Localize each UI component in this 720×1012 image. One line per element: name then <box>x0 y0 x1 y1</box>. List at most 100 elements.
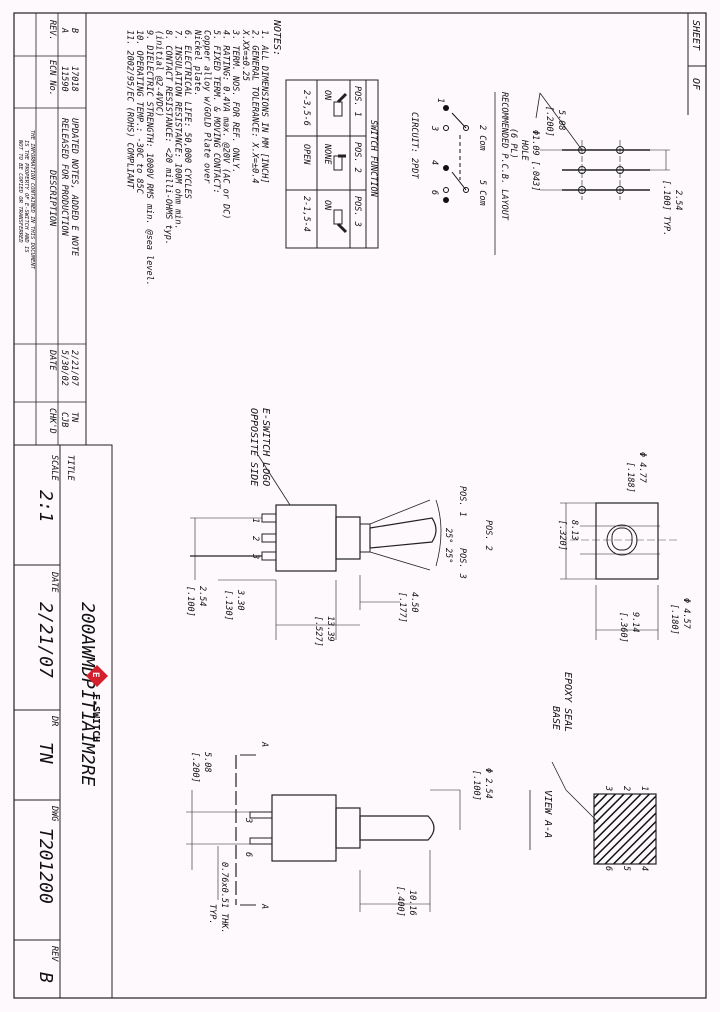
front-dim-a-inch: [.188] <box>625 462 635 493</box>
pcb-pitch-value: 2.54 <box>673 190 683 210</box>
view-aa-term-5: 5 <box>621 866 631 871</box>
pcb-hole-qty: (6 PL) <box>508 128 518 159</box>
front-dim-d: Φ 4.57 <box>681 598 691 630</box>
front-view: Φ 4.77 [.188] 8.13 [.320] 9.14 [.360] Φ … <box>557 452 691 643</box>
date-header: DATE <box>47 349 57 371</box>
view-aa-term-6: 6 <box>603 866 613 871</box>
view-aa-term-4: 4 <box>639 866 649 871</box>
note-line: 7. INSULATION RESISTANCE: 100M ohm min. <box>173 30 183 230</box>
drawn-by-value: TN <box>35 742 56 764</box>
note-line: 4. RATING: 0.4VA max. @20V (AC or DC) <box>221 30 231 219</box>
note-line: 5. FIXED TERM. & MOVING CONTACT: <box>211 30 221 194</box>
date-label: DATE <box>49 571 59 593</box>
disclaimer-line-3: NOT TO BE COPIED OR TRANSFERRED <box>17 139 23 243</box>
view-aa-term-2: 2 <box>621 786 631 791</box>
front-dim-b-inch: [.320] <box>557 520 567 551</box>
dwg-label: DWG <box>49 805 59 821</box>
pcb-layout: RECOMMENDED P.C.B. LAYOUT Φ1.09 [.043] H… <box>494 92 683 255</box>
note-line: 2. GENERAL TOLERANCE: X.X=±0.4 <box>249 30 259 184</box>
circuit-diagram: CIRCUIT: 2PDT 1 2 Com 3 4 5 Com 6 <box>409 98 487 206</box>
circuit-term-5: 5 Com <box>477 180 487 206</box>
sheet-label: SHEET <box>690 20 701 51</box>
pos1-label: POS. 1 <box>457 486 467 517</box>
note-line: 9. DIELECTRIC STRENGTH: 1000V RMS min. @… <box>144 30 154 286</box>
bottom-dim-b: 5.08 <box>202 752 212 772</box>
bottom-dim-b-inch: [.200] <box>190 752 200 783</box>
revision-table: REV. ECN No. DESCRIPTION DATE CHK'D B 17… <box>13 12 87 446</box>
svg-text:E: E <box>90 672 100 677</box>
angle-label-2: 25° <box>443 548 453 563</box>
rev-a-chkd: CJB <box>59 412 69 427</box>
toggle-pos3-icon <box>333 209 348 234</box>
circuit-term-4: 4 <box>429 160 439 165</box>
rev-b-letter: B <box>69 28 79 33</box>
section-mark-bottom: A <box>259 903 269 909</box>
toggle-pos1-icon <box>333 92 348 117</box>
note-line: Nickel plate. <box>192 29 202 97</box>
side-dim-a-inch: [.177] <box>397 592 407 623</box>
pos2-label: POS. 2 <box>483 520 493 551</box>
notes-block: NOTES: 1. ALL DIMENSIONS IN MM [INCH]2. … <box>125 19 282 286</box>
logo-note-line-1: E-SWITCH LOGO <box>260 408 271 486</box>
rev-b-chkd: TN <box>69 412 79 423</box>
circuit-term-6: 6 <box>429 190 439 195</box>
note-line: X.XX=±0.25 <box>240 29 250 81</box>
dwg-number-value: T201200 <box>35 828 56 904</box>
side-view: E-SWITCH LOGO OPPOSITE SIDE 1 2 3 POS. 1… <box>185 408 493 647</box>
pcb-hole-dia: Φ1.09 [.043] <box>530 130 540 191</box>
rev-b-description: UPDATED NOTES, ADDED E NOTE <box>69 118 79 257</box>
pcb-row-pitch-value: 5.08 <box>556 110 566 130</box>
epoxy-label: EPOXY SEAL <box>562 672 573 732</box>
pos1-header: POS. 1 <box>352 86 362 117</box>
note-line: (initial @2-4VDC) <box>153 30 163 117</box>
notes-list: 1. ALL DIMENSIONS IN MM [INCH]2. GENERAL… <box>125 29 269 286</box>
bottom-dim-c-inch: [.400] <box>395 886 405 917</box>
bottom-dim-a: Φ 2.54 <box>483 768 493 799</box>
part-number-title: 200AWMDP1T1A1M2RE <box>77 602 98 786</box>
angle-label: 25° <box>443 528 453 543</box>
disclaimer-line-1: THE INFORMATION CONTAINED IN THIS DOCUME… <box>29 130 35 270</box>
side-dim-c: 3.30 <box>235 589 245 610</box>
circuit-term-2: 2 Com <box>477 125 487 151</box>
side-term-2: 2 <box>250 536 260 541</box>
notes-heading: NOTES: <box>271 19 282 56</box>
pcb-title: RECOMMENDED P.C.B. LAYOUT <box>499 92 509 221</box>
note-line: 3. TERM. NOS. FOR REF. ONLY. <box>230 29 240 173</box>
pos3-label: POS. 3 <box>457 548 467 579</box>
rev-label: REV <box>49 946 59 962</box>
pcb-hole-label: HOLE <box>519 139 529 161</box>
note-line: 11. 2002/95/EC (ROHS) COMPLIANT <box>125 30 135 190</box>
pcb-row-pitch-inch: [.200] <box>544 106 554 137</box>
epoxy-base-label: BASE <box>550 706 561 730</box>
view-aa-title: VIEW A-A <box>542 790 553 838</box>
rev-b-date: 2/21/07 <box>69 350 79 387</box>
logo-text: E-SWITCH <box>90 694 101 742</box>
rev-a-letter: A <box>59 27 69 33</box>
section-mark-top: A <box>259 741 269 747</box>
front-dim-c: 9.14 <box>630 612 640 632</box>
row2-pos3: 2-1,5-4 <box>301 196 311 232</box>
note-line: 1. ALL DIMENSIONS IN MM [INCH] <box>259 30 269 184</box>
bottom-view: 3 6 A A Φ 2.54 [.100] 5.08 [.200] 10.16 … <box>186 741 493 934</box>
chkd-header: CHK'D <box>47 408 57 434</box>
view-aa-term-3: 3 <box>603 785 613 791</box>
sheet-number-block: SHEET OF <box>687 13 706 115</box>
scale-value: 2:1 <box>35 490 56 523</box>
side-dim-c-inch: [.130] <box>223 590 233 621</box>
view-aa-term-1: 1 <box>639 786 649 791</box>
bottom-term-6: 6 <box>243 852 253 857</box>
circuit-term-1: 1 <box>435 98 445 103</box>
toggle-pos2-icon <box>333 154 346 171</box>
row2-pos1: 2-3,5-6 <box>301 90 311 126</box>
rev-b-ecn: 17018 <box>69 66 79 92</box>
rev-a-description: RELEASED FOR PRODUCTION <box>59 118 69 237</box>
logo-note-line-2: OPPOSITE SIDE <box>248 408 259 486</box>
bottom-dim-a-inch: [.100] <box>471 770 481 801</box>
bottom-dim-c: 10.16 <box>407 890 417 916</box>
side-dim-a: 4.50 <box>409 592 419 612</box>
row1-pos3: ON <box>322 200 332 211</box>
note-line: 10. OPERATING TEMP.: -30C to 85C <box>134 30 144 195</box>
sheet-of-label: OF <box>690 78 701 91</box>
switch-function-title: SWITCH FUNCTION <box>368 120 378 198</box>
